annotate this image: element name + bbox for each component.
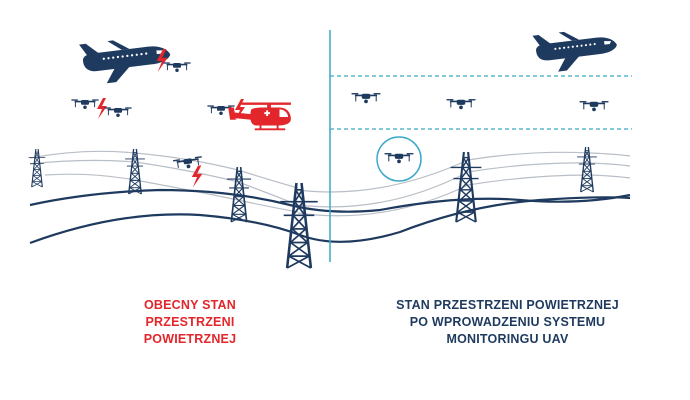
pylon-icon — [449, 150, 483, 224]
monitoring-circle — [376, 136, 422, 182]
caption-line: PRZESTRZENI — [145, 315, 235, 329]
drone-icon — [103, 107, 133, 118]
terrain-lines — [29, 188, 631, 245]
airspace-corridor — [330, 75, 632, 130]
drone-icon — [162, 62, 192, 73]
caption-line: STAN PRZESTRZENI POWIETRZNEJ — [396, 298, 619, 312]
caption-line: OBECNY STAN — [143, 298, 237, 312]
lightning-icon — [191, 165, 203, 188]
drone-icon — [70, 99, 100, 110]
caption-line: MONITORINGU UAV — [446, 332, 569, 346]
drone-icon — [445, 98, 477, 111]
caption-future-state: STAN PRZESTRZENI POWIETRZNEJ PO WPROWADZ… — [375, 297, 640, 348]
drone-icon — [350, 92, 382, 105]
pylon-icon — [28, 148, 46, 188]
caption-current-state: OBECNY STAN PRZESTRZENI POWIETRZNEJ — [115, 297, 265, 348]
pylon-icon — [124, 148, 146, 195]
pylon-icon — [279, 181, 319, 270]
airplane-icon — [532, 25, 620, 75]
caption-line: PO WPROWADZENIU SYSTEMU — [409, 315, 606, 329]
power-lines — [29, 150, 631, 217]
drone-icon — [578, 100, 610, 113]
caption-line: POWIETRZNEJ — [143, 332, 237, 346]
